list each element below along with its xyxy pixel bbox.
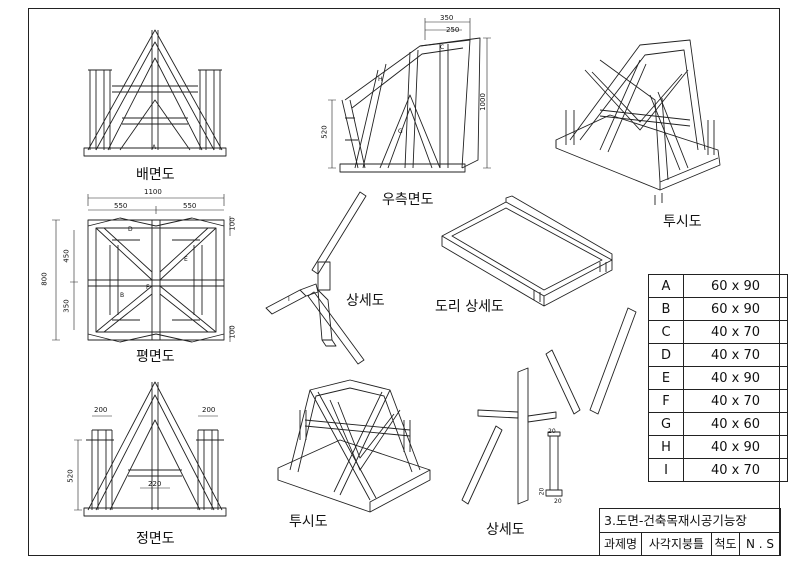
perspective-2-title: 투시도 bbox=[289, 514, 328, 530]
project-label: 과제명 bbox=[600, 533, 642, 555]
scale-value: N . S bbox=[745, 537, 775, 551]
dim-800: 800 bbox=[40, 272, 49, 286]
dim-520-right: 520 bbox=[320, 125, 329, 139]
mark-c: C bbox=[440, 44, 445, 51]
member-size: 40 x 90 bbox=[683, 435, 788, 459]
dim-200-left: 200 bbox=[94, 406, 108, 414]
mark-h: H bbox=[378, 76, 383, 83]
member-size: 40 x 90 bbox=[683, 366, 788, 390]
member-size: 40 x 70 bbox=[683, 320, 788, 344]
member-mark: E bbox=[648, 366, 684, 390]
perspective-2-drawing bbox=[277, 379, 431, 513]
dim-20-b: 20 bbox=[538, 487, 546, 496]
member-mark: D bbox=[648, 343, 684, 367]
title-block: 3.도면-건축목재시공기능장 과제명 사각지붕틀 척도 N . S bbox=[599, 508, 781, 556]
plan-title: 평면도 bbox=[136, 349, 175, 365]
dim-550-left: 550 bbox=[114, 202, 128, 210]
right-elevation-drawing bbox=[328, 18, 491, 173]
dim-220: 220 bbox=[148, 480, 162, 488]
front-elevation-drawing bbox=[74, 381, 227, 517]
dim-20-a: 20 bbox=[548, 428, 556, 435]
dim-100-bottom: 100 bbox=[228, 325, 237, 339]
member-mark: H bbox=[648, 435, 684, 459]
mark-f: F bbox=[146, 284, 150, 291]
mark-a: A bbox=[152, 144, 157, 151]
plate-detail-title: 도리 상세도 bbox=[435, 299, 504, 315]
member-mark: B bbox=[648, 297, 684, 321]
mark-d: D bbox=[128, 226, 133, 233]
detail-2-title: 상세도 bbox=[486, 522, 525, 538]
plan-drawing bbox=[52, 194, 231, 343]
member-mark: I bbox=[648, 458, 684, 482]
mark-g: G bbox=[398, 128, 403, 135]
plate-detail-drawing bbox=[441, 195, 613, 307]
member-mark: A bbox=[648, 274, 684, 298]
dim-1000: 1000 bbox=[478, 93, 487, 111]
front-elevation-title: 정면도 bbox=[136, 531, 175, 547]
dim-350-top: 350 bbox=[440, 14, 454, 22]
dim-200-right: 200 bbox=[202, 406, 216, 414]
detail-2-drawing bbox=[461, 307, 637, 505]
mark-i: I bbox=[288, 296, 290, 303]
mark-b: B bbox=[120, 292, 125, 299]
member-size: 60 x 90 bbox=[683, 274, 788, 298]
dim-350: 350 bbox=[62, 299, 71, 313]
mark-e: E bbox=[184, 256, 188, 263]
dim-520-front: 520 bbox=[66, 469, 75, 483]
dim-1100: 1100 bbox=[144, 188, 162, 196]
drawing-title: 3.도면-건축목재시공기능장 bbox=[600, 509, 780, 533]
project-name: 사각지붕틀 bbox=[642, 533, 712, 555]
detail-1-drawing bbox=[265, 191, 367, 365]
member-size: 40 x 60 bbox=[683, 412, 788, 436]
perspective-1-drawing bbox=[555, 39, 721, 205]
dim-250: 250 bbox=[446, 26, 460, 34]
member-size: 40 x 70 bbox=[683, 458, 788, 482]
member-mark: G bbox=[648, 412, 684, 436]
detail-1-title: 상세도 bbox=[346, 293, 385, 309]
member-size: 40 x 70 bbox=[683, 389, 788, 413]
member-size: 40 x 70 bbox=[683, 343, 788, 367]
dim-100-top: 100 bbox=[228, 217, 237, 231]
back-elevation-title: 배면도 bbox=[136, 167, 175, 183]
dim-450: 450 bbox=[62, 249, 71, 263]
perspective-1-title: 투시도 bbox=[663, 214, 702, 230]
member-mark: C bbox=[648, 320, 684, 344]
member-mark: F bbox=[648, 389, 684, 413]
dim-550-right: 550 bbox=[183, 202, 197, 210]
member-size: 60 x 90 bbox=[683, 297, 788, 321]
right-elevation-title: 우측면도 bbox=[382, 192, 434, 208]
back-elevation-drawing bbox=[83, 29, 227, 157]
scale-label: 척도 bbox=[712, 533, 740, 555]
dim-20-c: 20 bbox=[554, 498, 562, 505]
